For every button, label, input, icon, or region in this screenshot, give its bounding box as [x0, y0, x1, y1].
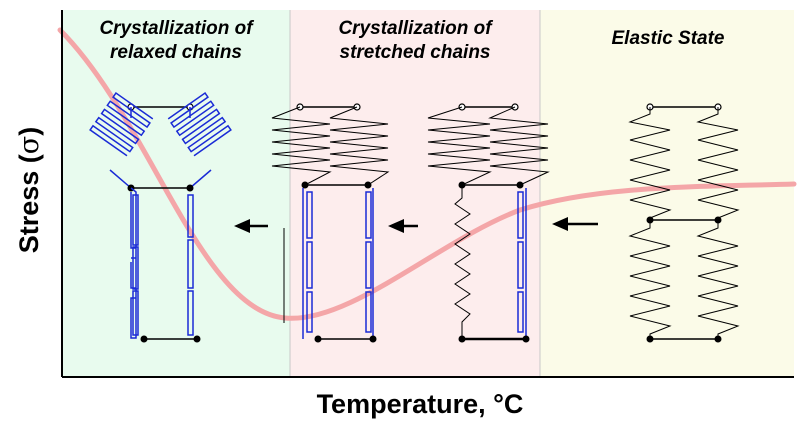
x-axis-label: Temperature, °C	[317, 389, 524, 419]
region-stretched-title-line1: Crystallization of	[338, 18, 493, 39]
y-axis-label-prefix: Stress (	[14, 154, 44, 253]
folded-lamella-right	[167, 92, 232, 157]
elastic-state-model	[628, 103, 740, 343]
arrow-left-2	[388, 219, 418, 233]
node	[140, 335, 148, 343]
y-axis-label-suffix: )	[14, 127, 44, 136]
spring-right-upper	[696, 107, 740, 219]
region-elastic-bg	[540, 10, 794, 377]
y-axis-label: Stress (σ)	[14, 127, 45, 254]
region-relaxed-title-line2: relaxed chains	[110, 42, 242, 63]
region-stretched-bg	[290, 10, 540, 377]
y-axis-symbol: σ	[14, 136, 45, 154]
stretched-chains-model-a	[271, 103, 390, 343]
spring-left-upper	[628, 107, 672, 219]
node	[193, 335, 201, 343]
arrow-left-3	[552, 217, 598, 231]
region-elastic-title: Elastic State	[612, 28, 725, 49]
stress-curve	[57, 27, 797, 321]
spring-left	[454, 185, 471, 339]
zigzag-top	[271, 106, 332, 186]
region-relaxed-title-line1: Crystallization of	[99, 18, 254, 39]
spring-left-lower	[628, 220, 672, 339]
node	[186, 184, 194, 192]
region-relaxed-bg	[62, 10, 290, 377]
arrow-left-1	[234, 219, 268, 233]
relaxed-chains-model	[89, 92, 232, 343]
stretched-chains-model-b	[427, 103, 550, 343]
folded-lamella-left	[89, 92, 154, 157]
spring-right-lower	[696, 220, 740, 339]
region-stretched-title-line2: stretched chains	[340, 42, 491, 63]
